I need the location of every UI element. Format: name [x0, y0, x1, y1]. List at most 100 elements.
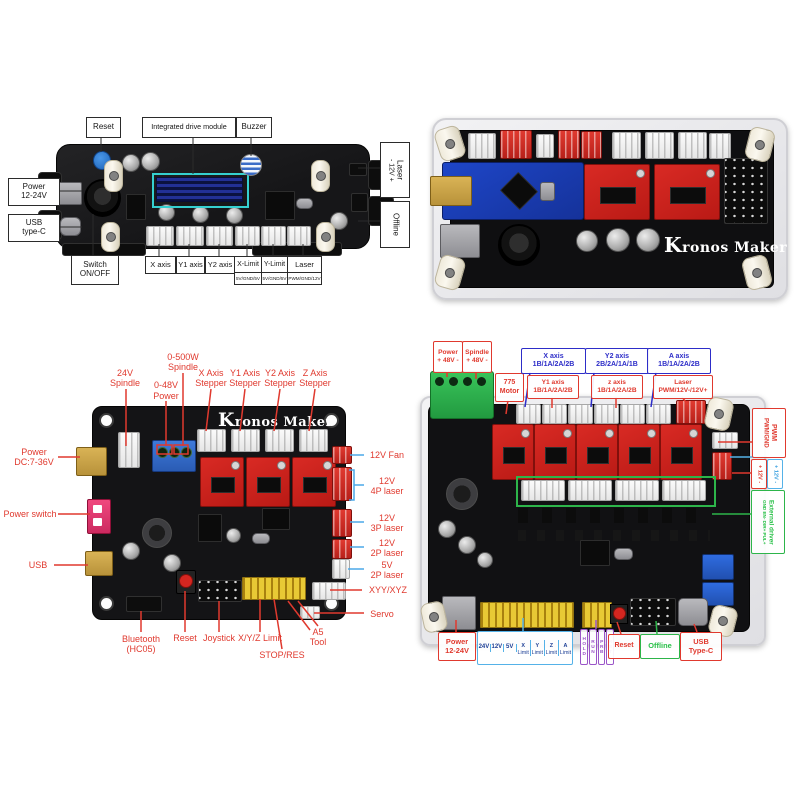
bl-label-12v-4p: 12V 4P laser [370, 475, 404, 496]
br-stepper-driver [534, 424, 576, 480]
br-12v-connector [712, 452, 732, 480]
tl-label-offline: Offline [380, 201, 410, 248]
tl-standoff [104, 160, 123, 192]
bl-label-joystick: Joystick [202, 632, 235, 643]
bl-fan-connector [332, 446, 352, 464]
tl-capacitor [122, 154, 140, 172]
br-external-driver-connector [568, 480, 612, 501]
bl-bluetooth-header [126, 596, 162, 612]
tr-connector-red [581, 131, 602, 159]
bl-mount-hole [99, 596, 114, 611]
br-label-laser: Laser PWM/12V-/12V+ [653, 375, 713, 399]
tl-power-port [58, 182, 82, 205]
bl-label-x-stepper: X Axis Stepper [195, 367, 227, 388]
bl-capacitor [122, 542, 140, 560]
br-laser-name: Laser [674, 379, 692, 387]
br-ext-title: External driver [767, 499, 775, 545]
tl-pins-x-limit: 5V/GND/5V [234, 272, 262, 285]
tr-box-header [724, 158, 768, 224]
br-stepper-driver [492, 424, 534, 480]
tl-standoff [311, 160, 330, 192]
br-label-y1-axis: Y1 axis 1B/1A/2A/2B [527, 375, 579, 399]
bl-label-500w-spindle: 0-500W Spindle [167, 351, 199, 372]
br-label-775-motor: 775 Motor [495, 373, 524, 402]
tl-laser-pins: - 12V + [387, 158, 395, 182]
bl-heatsink [198, 514, 222, 542]
tl-transistor [126, 194, 146, 220]
br-usb-b-port [442, 596, 476, 630]
br-external-driver-outline [516, 476, 716, 507]
br-12v-red-text: + 12V - [756, 464, 763, 484]
bl-mcu-chip [262, 508, 290, 530]
br-cell-24v: 24V [478, 644, 491, 652]
tl-capacitor [158, 204, 175, 221]
br-axis-connector [516, 404, 541, 424]
bl-power-switch-hole [93, 518, 102, 526]
tr-usb-b-port [440, 224, 480, 258]
br-terminal-screw [449, 377, 458, 386]
br-terminal-screw [463, 377, 472, 386]
br-ext-pins: GND EN- DIR+ PUL+ [761, 499, 767, 545]
br-blue-terminal [702, 554, 734, 580]
br-hold-header [582, 602, 612, 628]
bl-xyy-connector [312, 582, 346, 600]
br-y1-axis-name: Y1 axis [541, 379, 565, 387]
br-label-external-driver: GND EN- DIR+ PUL+ External driver [751, 490, 785, 554]
bl-joystick-header [198, 580, 242, 602]
bl-crystal [252, 533, 270, 544]
bl-power-switch-hole [93, 505, 102, 513]
tl-standoff [316, 222, 335, 252]
bl-terminal-screw [157, 447, 168, 458]
br-label-reset: Reset [608, 634, 640, 659]
tr-mini-usb [430, 176, 472, 206]
br-axis-connector [646, 404, 671, 424]
br-cell-12v: 12V [491, 644, 504, 652]
br-label-x-axis: X axis 1B/1A/2A/2B [521, 348, 586, 374]
bl-servo-pins [300, 606, 320, 619]
bl-x-axis-connector [197, 429, 226, 452]
tl-label-y2-axis: Y2 axis [205, 256, 235, 274]
bl-stepper-driver [292, 457, 336, 507]
br-cell-prb: PRB [597, 629, 606, 665]
tr-connector-red [558, 130, 580, 159]
bl-label-stop-res: STOP/RES [259, 649, 305, 660]
tl-laser-title: Laser [395, 159, 405, 180]
br-cell-5v: 5V [504, 644, 517, 652]
tr-capacitor [606, 228, 630, 252]
bl-label-bluetooth: Bluetooth (HC05) [121, 633, 161, 654]
tl-buzzer [240, 154, 262, 176]
bl-y1-axis-connector [231, 429, 260, 452]
bl-mini-usb [85, 551, 113, 576]
tl-y2-axis-connector [206, 226, 233, 246]
tl-drive-module [156, 177, 243, 202]
br-offline-header [630, 598, 676, 626]
br-label-a-axis: A axis 1B/1A/2A/2B [647, 348, 711, 374]
br-y-limit-word: Limit [531, 649, 543, 656]
bl-label-5v-2p: 5V 2P laser [370, 559, 404, 580]
bl-4p-laser-connector [332, 467, 352, 501]
tr-connector [678, 132, 707, 159]
bl-label-reset: Reset [173, 632, 197, 643]
bl-power-jack [76, 447, 107, 476]
br-terminal-screw [435, 377, 444, 386]
br-reset-cap [613, 607, 626, 620]
tl-label-usb: USB type-C [8, 214, 60, 242]
br-terminal-screw [477, 377, 486, 386]
br-label-spindle48: Spindle + 48V - [462, 341, 492, 373]
tl-drive-module-highlight [152, 173, 249, 208]
bl-spindle-connector [118, 432, 140, 468]
tl-offline-port [351, 193, 368, 212]
bl-terminal-screw [169, 447, 180, 458]
bl-label-usb: USB [28, 559, 48, 570]
br-y1-axis-pins: 1B/1A/2A/2B [533, 387, 573, 394]
br-axis-connector [594, 404, 619, 424]
br-crystal [614, 548, 633, 560]
br-label-power48: Power + 48V - [433, 341, 463, 373]
br-laser-connector [676, 400, 706, 424]
tr-connector [709, 133, 731, 159]
tl-pins-laser: PWM/GND/12V [287, 272, 322, 285]
tr-capacitor [576, 230, 598, 252]
